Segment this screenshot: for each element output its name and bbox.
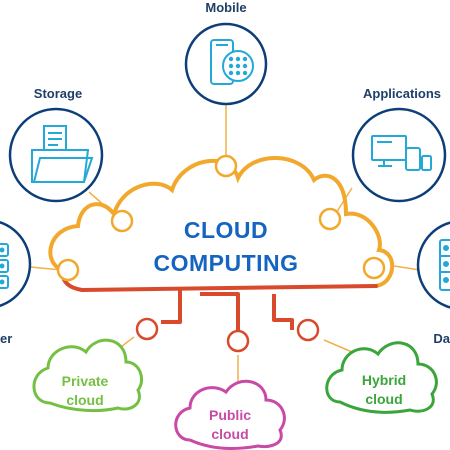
node-storage-label: Storage (34, 86, 82, 101)
node-dot-hybrid (296, 318, 320, 342)
node-server-label: er (0, 331, 12, 346)
node-applications-label: Applications (363, 86, 441, 101)
title-line1: CLOUD (184, 217, 268, 243)
node-dot-private (135, 317, 159, 341)
node-storage: Storage (8, 86, 104, 203)
hybrid-cloud-line1: Hybrid (362, 372, 406, 388)
node-dot-right (318, 207, 342, 231)
node-database-label: Da (433, 331, 450, 346)
computer-devices-icon (371, 135, 432, 171)
private-cloud: Private cloud (32, 338, 143, 413)
node-server: er (0, 220, 32, 346)
hybrid-cloud: Hybrid cloud (325, 341, 438, 414)
main-cloud-outline-top (48, 156, 395, 288)
node-dot-far-right (362, 256, 386, 280)
public-cloud-line2: cloud (211, 426, 248, 442)
title-line2: COMPUTING (153, 250, 298, 276)
node-dot-top (214, 154, 238, 178)
private-cloud-line2: cloud (66, 392, 103, 408)
node-applications: Applications (351, 86, 447, 203)
public-cloud: Public cloud (174, 379, 286, 450)
node-dot-far-left (56, 258, 80, 282)
database-icon (439, 239, 450, 291)
node-mobile-label: Mobile (205, 0, 246, 15)
private-cloud-line1: Private (62, 373, 109, 389)
folder-documents-icon (31, 125, 94, 183)
hybrid-cloud-line2: cloud (365, 391, 402, 407)
node-dot-public (226, 329, 250, 353)
server-icon (0, 243, 9, 289)
node-dot-left (110, 209, 134, 233)
mobile-phone-icon (210, 39, 254, 85)
connection-nodes (56, 154, 386, 353)
public-cloud-line1: Public (209, 407, 251, 423)
node-database: Da (416, 221, 450, 346)
node-mobile: Mobile (184, 0, 268, 106)
circuit-branches (161, 290, 294, 330)
